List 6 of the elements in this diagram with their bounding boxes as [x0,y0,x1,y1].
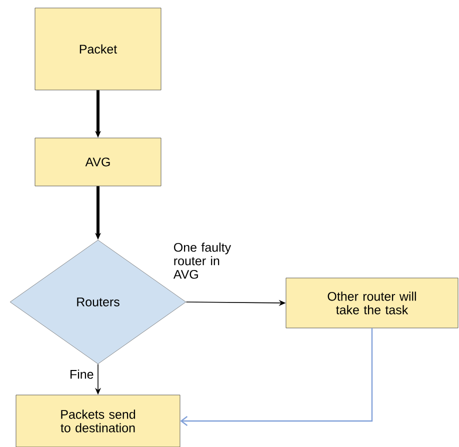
process-box: AVG [34,138,162,186]
edge-label: Fine [68,368,95,380]
process-box: Other router will take the task [286,278,458,328]
process-box: Packet [34,8,162,90]
process-box: Packets send to destination [16,394,180,447]
arrow [180,328,373,426]
